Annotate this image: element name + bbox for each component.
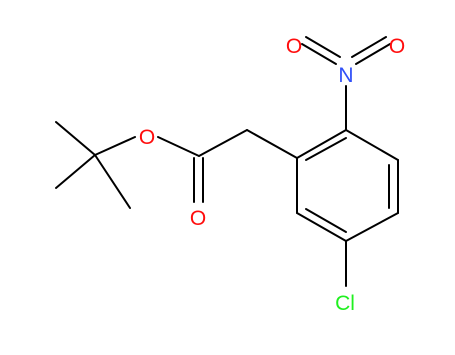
atom-label-chlorine: Cl [335,292,355,315]
bond-tbu-c-methyl-down [94,154,131,209]
atom-label-nitro-oxygen-right: O [389,35,405,58]
bond-tbu-c-methyl-upper [55,121,96,156]
bond-carbonyl-ch2 [198,129,248,157]
bond-nitrogen-oxygen-left-b [305,36,341,58]
atom-label-nitro-oxygen-left: O [286,35,302,58]
bond-tbu-c-oxygen [94,136,136,156]
bond-oxygen-carbonyl-carbon [157,136,200,157]
ring-bond-c1-c2 [296,129,347,159]
ring-inner-bond-c1-c2 [305,137,347,161]
nitro-group [301,36,391,131]
atom-label-carbonyl-oxygen: O [190,207,206,230]
atom-label-ester-oxygen: O [139,126,155,149]
bond-nitrogen-oxygen-right-a [355,43,391,65]
bond-tbu-c-methyl-lower [55,154,96,189]
ring-bond-c4-c5 [345,212,399,242]
bond-ch2-ring [246,129,298,159]
tert-butyl-group [55,121,136,209]
ring-bond-c2-c3 [345,129,399,161]
bond-nitrogen-oxygen-left-a [301,43,337,65]
bond-nitrogen-oxygen-right-b [351,36,387,58]
benzene-ring [296,129,399,242]
ring-inner-bond-c5-c6 [305,208,347,233]
atom-label-nitro-nitrogen: N [338,64,353,87]
ester-linkage [157,129,298,203]
ring-bond-c5-c6 [296,212,347,242]
